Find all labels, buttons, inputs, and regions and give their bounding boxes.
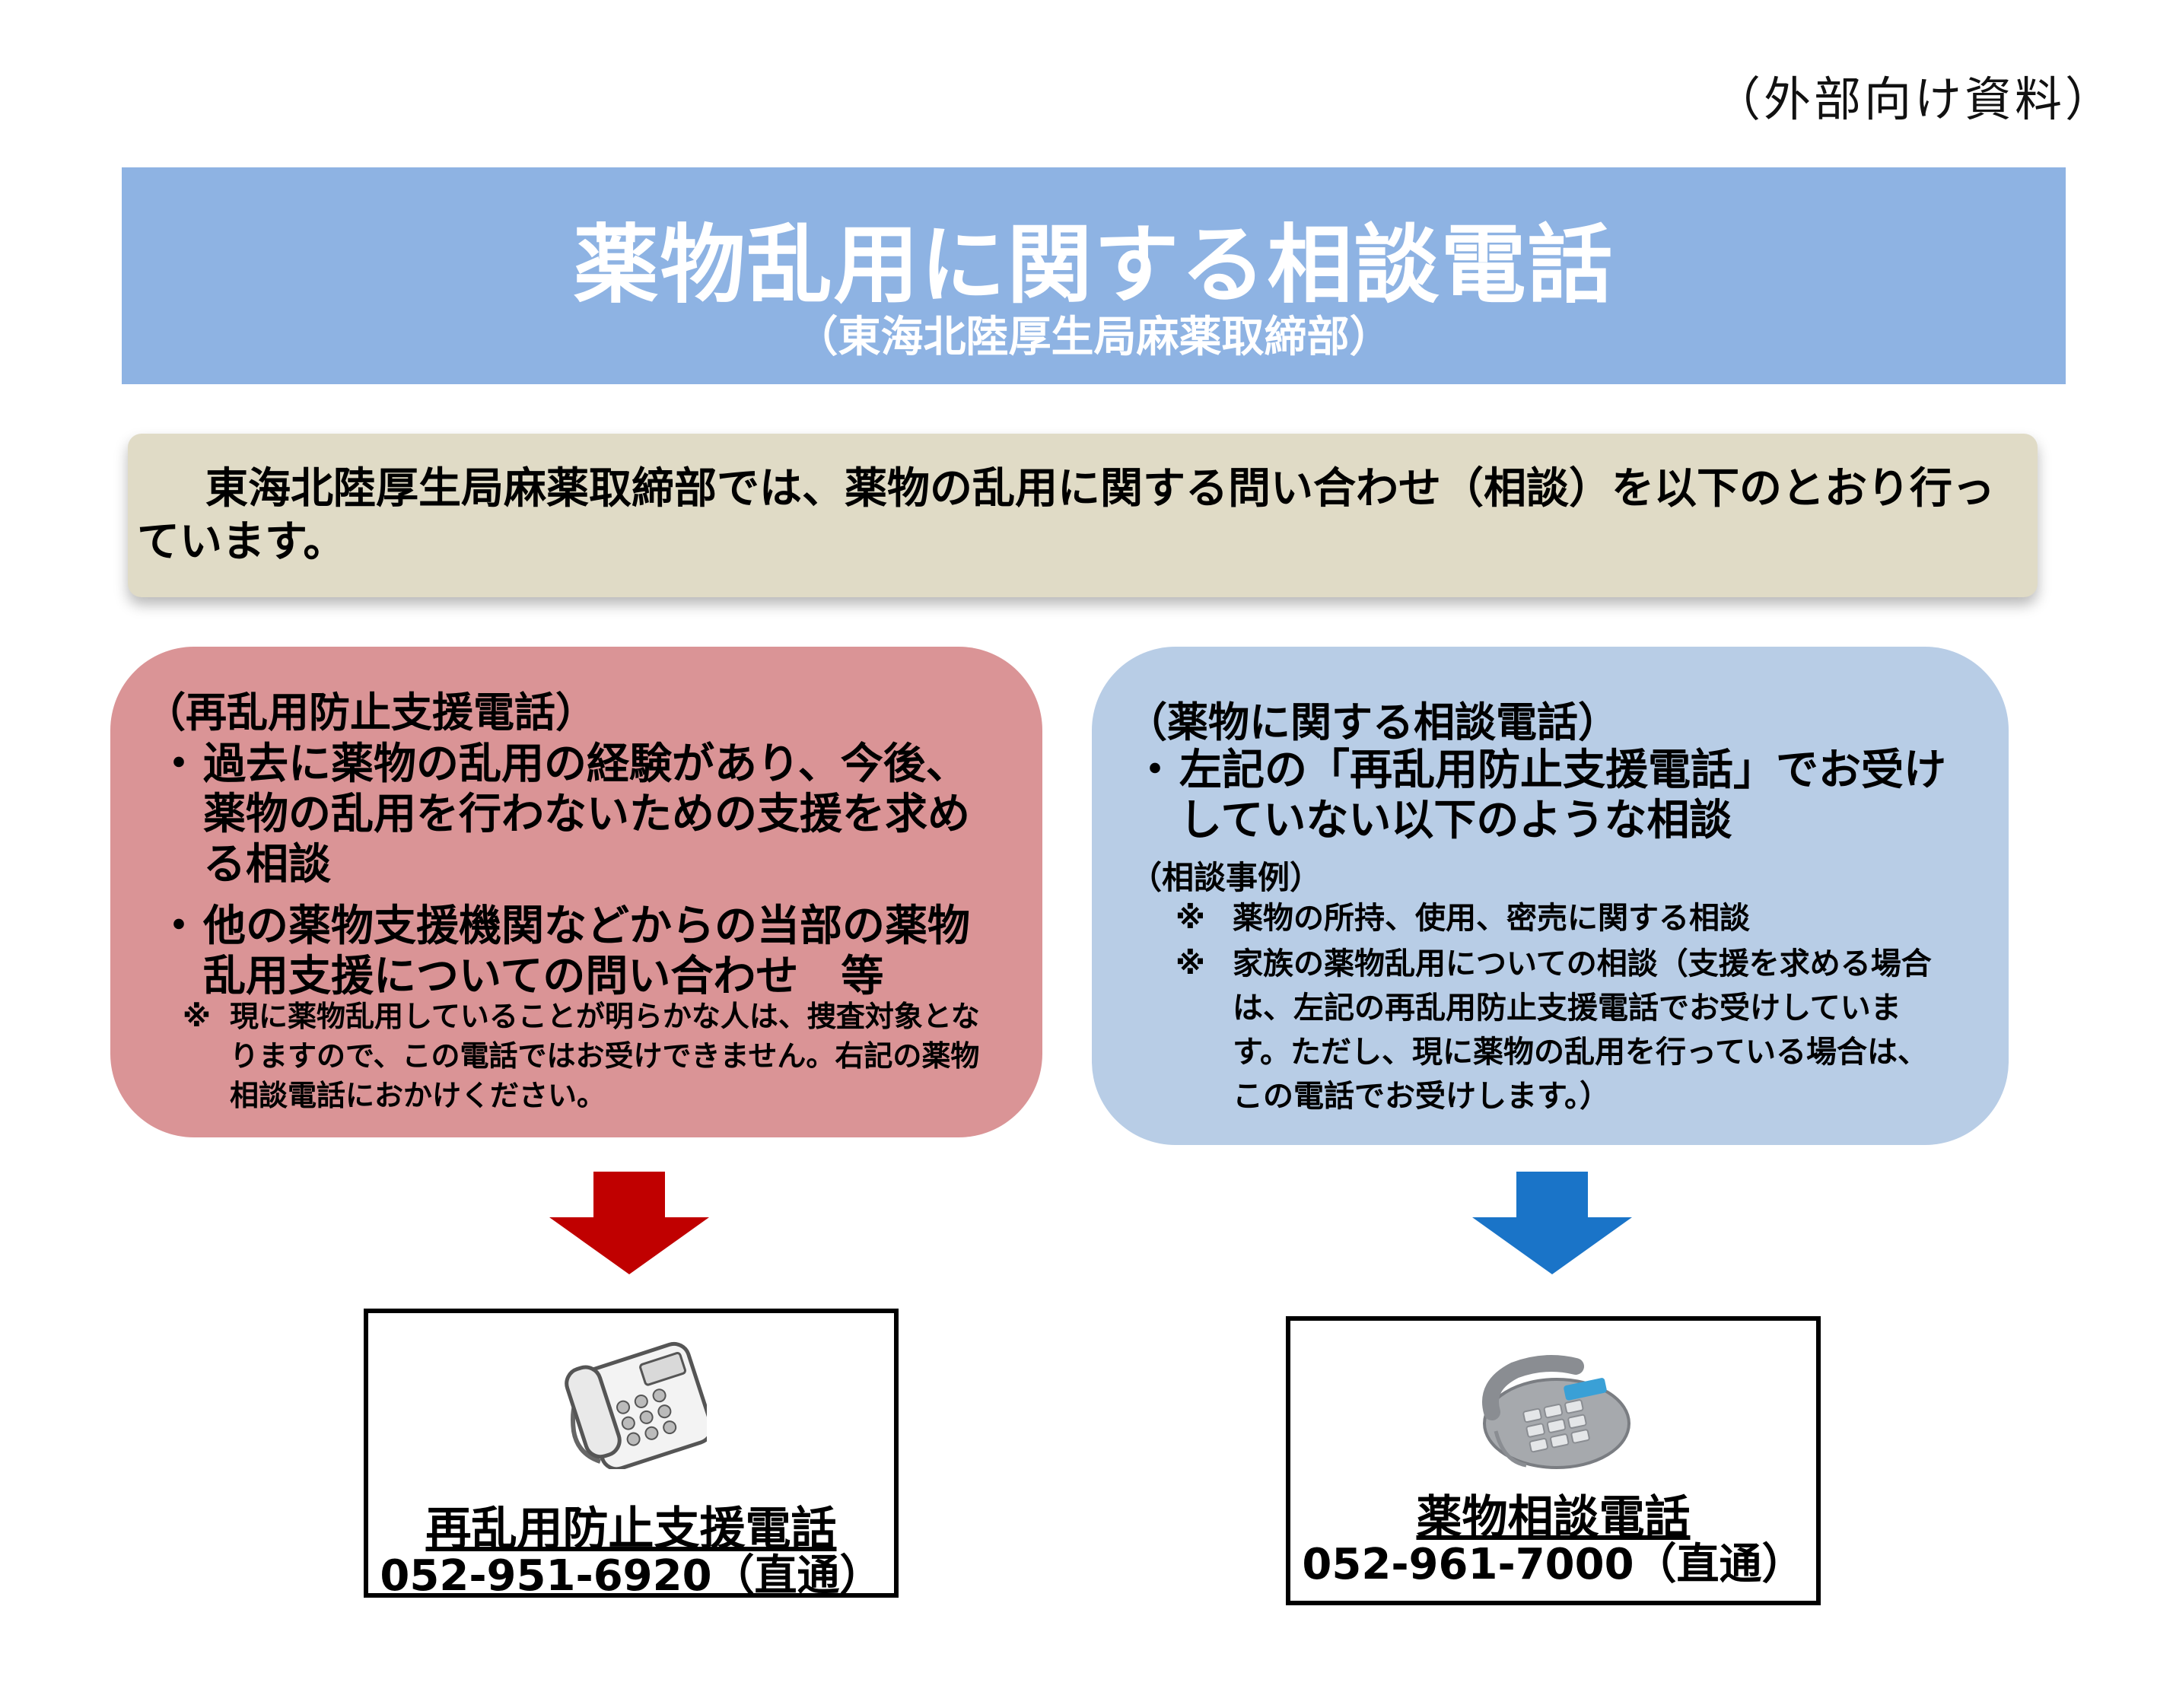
bullet-text: 過去に薬物の乱用の経験があり、今後、薬物の乱用を行わないための支援を求める相談	[203, 739, 970, 889]
page-title: 薬物乱用に関する相談電話	[573, 216, 1615, 315]
panel-heading: （再乱用防止支援電話）	[145, 689, 597, 736]
drug-consultation-phone-box: 薬物相談電話 052-961-7000（直通）	[1286, 1316, 1821, 1605]
case-mark: ※	[1176, 946, 1205, 981]
case-text: 薬物の所持、使用、密売に関する相談	[1233, 901, 1750, 936]
case-text: 家族の薬物乱用についての相談（支援を求める場合は、左記の再乱用防止支援電話でお受…	[1233, 946, 1932, 1114]
relapse-prevention-panel: （再乱用防止支援電話） ・ 過去に薬物の乱用の経験があり、今後、薬物の乱用を行わ…	[110, 647, 1042, 1137]
title-banner: 薬物乱用に関する相談電話 （東海北陸厚生局麻薬取締部）	[122, 167, 2066, 384]
cases-label: （相談事例）	[1130, 859, 1322, 896]
bullet-mark: ・	[1134, 746, 1176, 795]
intro-box: 東海北陸厚生局麻薬取締部では、薬物の乱用に関する問い合わせ（相談）を以下のとおり…	[128, 434, 2038, 597]
note-mark: ※	[183, 1000, 211, 1033]
external-document-label: （外部向け資料）	[1713, 72, 2115, 127]
bullet-item: ・ 過去に薬物の乱用の経験があり、今後、薬物の乱用を行わないための支援を求める相…	[157, 739, 1010, 890]
note-text: 現に薬物乱用していることが明らかな人は、捜査対象となりますので、この電話ではお受…	[230, 1000, 980, 1112]
desk-phone-icon	[565, 1341, 707, 1469]
bullet-text: 他の薬物支援機関などからの当部の薬物乱用支援についての問い合わせ 等	[203, 902, 970, 1001]
case-mark: ※	[1176, 901, 1205, 936]
case-item: ※ 薬物の所持、使用、密売に関する相談	[1176, 896, 1952, 940]
bullet-mark: ・	[157, 739, 200, 789]
bullet-item: ・ 他の薬物支援機関などからの当部の薬物乱用支援についての問い合わせ 等	[157, 902, 1010, 1002]
down-arrow-icon	[1472, 1172, 1632, 1274]
phone-line-name: 再乱用防止支援電話	[425, 1503, 837, 1556]
arrow-shape	[549, 1172, 709, 1274]
bullet-text: 左記の「再乱用防止支援電話」でお受けしていない以下のような相談	[1179, 746, 1946, 845]
arrow-shape	[1472, 1172, 1632, 1274]
down-arrow-icon	[549, 1172, 709, 1274]
phone-number: 052-961-7000（直通）	[1302, 1540, 1805, 1589]
page-subtitle: （東海北陸厚生局麻薬取締部）	[795, 313, 1392, 362]
bullet-mark: ・	[157, 902, 200, 951]
bullet-item: ・ 左記の「再乱用防止支援電話」でお受けしていない以下のような相談	[1134, 746, 1978, 846]
case-item: ※ 家族の薬物乱用についての相談（支援を求める場合は、左記の再乱用防止支援電話で…	[1176, 942, 1952, 1118]
relapse-prevention-phone-box: 再乱用防止支援電話 052-951-6920（直通）	[364, 1309, 899, 1601]
desk-phone-icon	[1482, 1355, 1630, 1469]
note: ※ 現に薬物乱用していることが明らかな人は、捜査対象となりますので、この電話では…	[183, 997, 989, 1115]
intro-text: 東海北陸厚生局麻薬取締部では、薬物の乱用に関する問い合わせ（相談）を以下のとおり…	[137, 464, 1995, 567]
phone-line-name: 薬物相談電話	[1416, 1491, 1691, 1544]
drug-consultation-panel: （薬物に関する相談電話） ・ 左記の「再乱用防止支援電話」でお受けしていない以下…	[1092, 647, 2009, 1145]
phone-number: 052-951-6920（直通）	[380, 1551, 883, 1601]
panel-heading: （薬物に関する相談電話）	[1126, 698, 1619, 746]
